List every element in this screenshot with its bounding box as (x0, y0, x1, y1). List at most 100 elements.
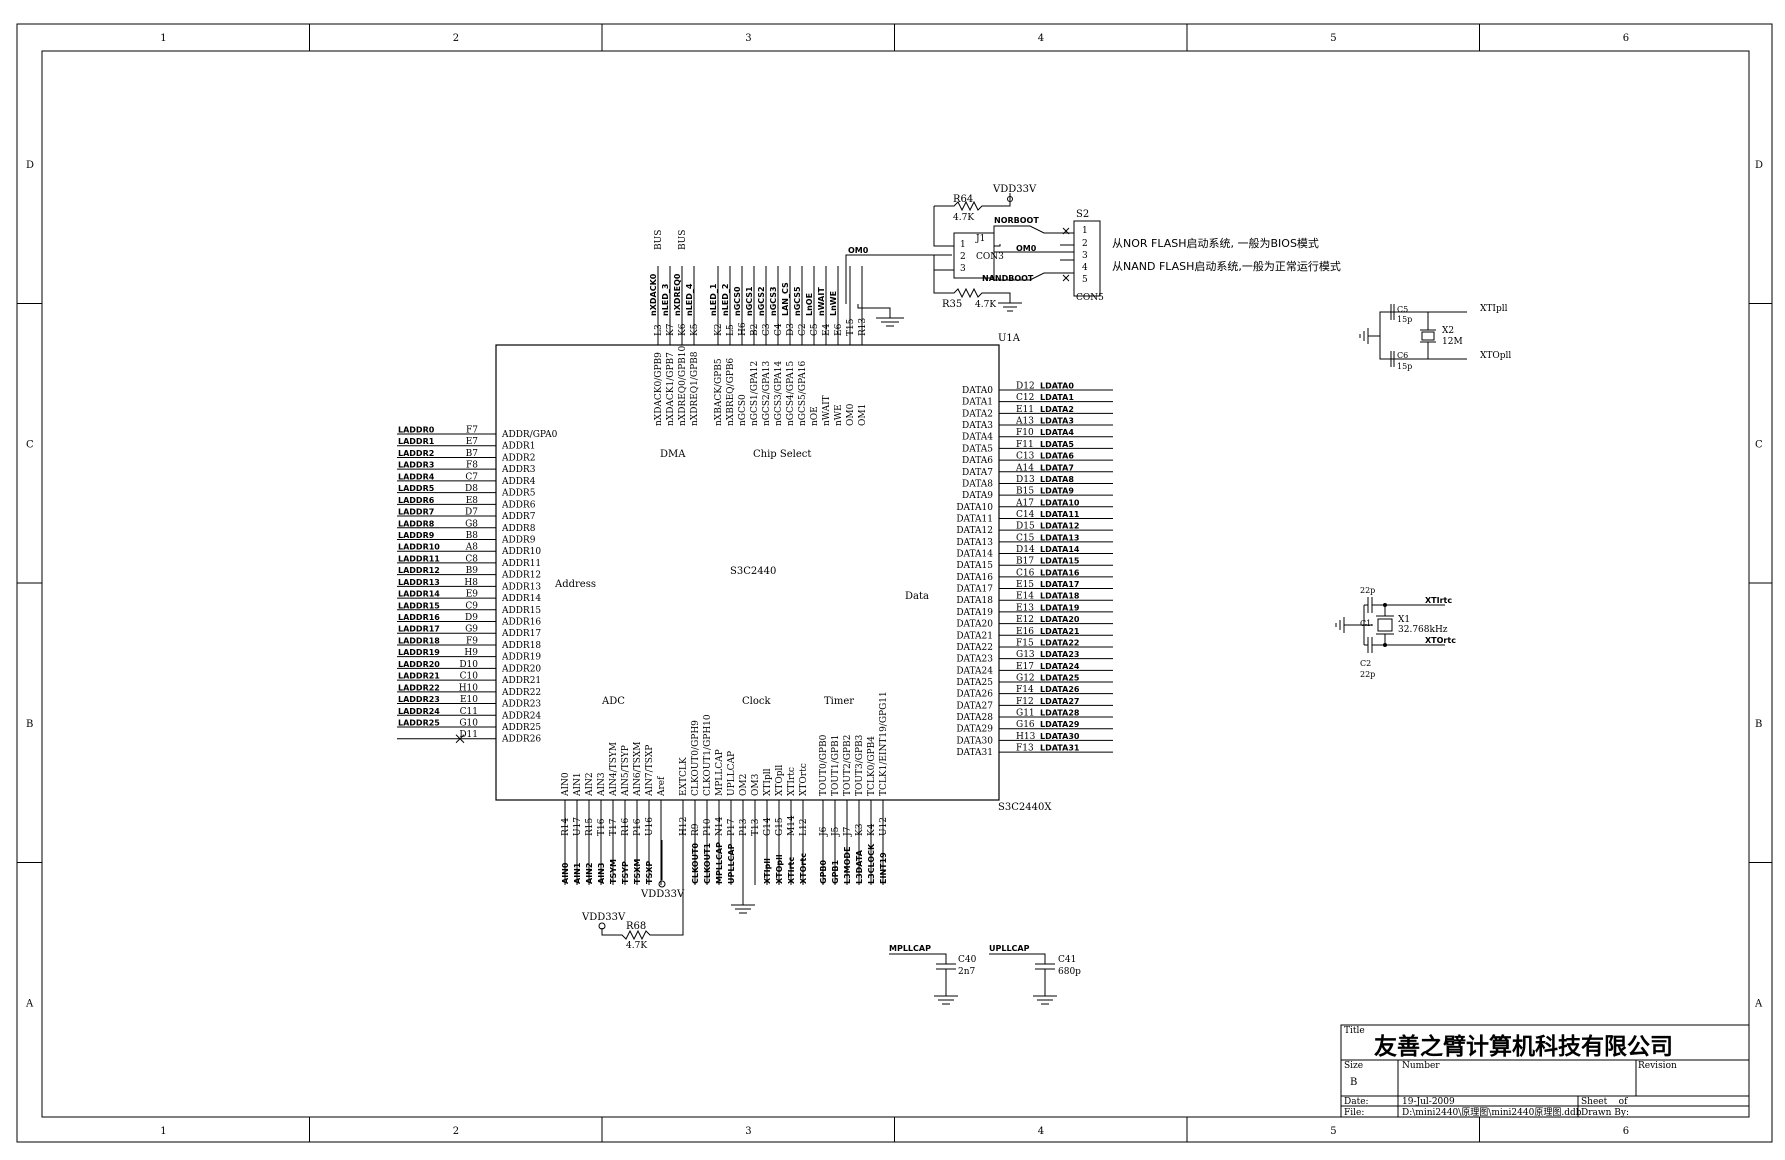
data-ball-label: C14 (1016, 510, 1035, 520)
address-net-label: LADDR23 (398, 695, 440, 704)
zone-column-label: 5 (1330, 1126, 1336, 1137)
address-net-label: LADDR21 (398, 672, 440, 681)
address-ball-label: H10 (459, 683, 479, 693)
data-net-label: LDATA4 (1040, 428, 1074, 437)
con5-pin-2: 2 (1082, 239, 1088, 249)
address-ball-label: D11 (459, 730, 478, 740)
data-net-label: LDATA21 (1040, 627, 1080, 636)
data-net-label: LDATA11 (1040, 510, 1080, 519)
address-pin-name: ADDR12 (501, 571, 541, 581)
address-ball-label: C11 (460, 707, 478, 717)
data-pin-name: DATA0 (962, 386, 993, 396)
data-ball-label: G12 (1016, 674, 1035, 684)
data-pin-name: DATA11 (956, 514, 993, 524)
address-ball-label: E8 (466, 496, 479, 506)
c41-designator: C41 (1058, 955, 1076, 965)
top-pin-name: nXDREQ0/GPB10 (678, 346, 688, 426)
top-pin-name: nXDACK0/GPB9 (654, 352, 664, 426)
c6-value: 15p (1397, 362, 1412, 371)
data-pin-name: DATA18 (956, 596, 993, 606)
address-ball-label: F7 (466, 426, 478, 436)
c2-designator: C2 (1360, 659, 1371, 668)
data-pin-name: DATA30 (956, 736, 993, 746)
data-ball-label: B15 (1016, 487, 1034, 497)
top-pin-name: nGCS5/GPA16 (798, 361, 808, 426)
bottom-pin-name: XTOpll (775, 765, 785, 796)
bottom-net-label: L3DATA (855, 849, 864, 884)
bottom-net-label: CLKOUT1 (703, 842, 712, 884)
data-pin-name: DATA16 (956, 573, 993, 583)
block-clock: Clock (742, 696, 771, 707)
bottom-ball-label: U12 (879, 817, 889, 836)
data-net-label: LDATA15 (1040, 557, 1080, 566)
address-net-label: LADDR14 (398, 590, 440, 599)
zone-column-label: 6 (1623, 33, 1629, 44)
address-pin-name: ADDR19 (501, 653, 541, 663)
file-path: D:\mini2440\原理图\mini2440原理图.ddb (1402, 1107, 1582, 1118)
top-ball-label: T15 (846, 318, 856, 336)
address-net-label: LADDR4 (398, 472, 435, 481)
address-pin-name: ADDR21 (501, 676, 541, 686)
xtipll-net-label: XTIpll (1480, 304, 1508, 314)
address-pin-name: ADDR18 (501, 641, 541, 651)
data-net-label: LDATA19 (1040, 603, 1080, 612)
bottom-net-label: TSXP (645, 861, 654, 884)
data-ball-label: D14 (1016, 545, 1035, 555)
top-net-label: nGCS2 (757, 286, 766, 316)
top-ball-label: K2 (714, 324, 724, 336)
zone-column-label: 2 (453, 33, 459, 44)
top-pin-name: OM1 (858, 404, 868, 426)
top-net-label: nLED_1 (709, 283, 718, 316)
address-net-label: LADDR13 (398, 578, 440, 587)
data-pin-name: DATA31 (956, 748, 993, 758)
zone-row-label: A (25, 998, 34, 1009)
note-nand-boot: 从NAND FLASH启动系统,一般为正常运行模式 (1112, 260, 1341, 273)
data-pin-name: DATA14 (956, 550, 993, 560)
data-net-label: LDATA29 (1040, 720, 1080, 729)
bottom-pin-name: AIN3 (597, 772, 607, 797)
block-dma: DMA (660, 449, 686, 460)
bottom-ball-label: P16 (633, 818, 643, 836)
bottom-ball-label: K4 (867, 823, 877, 836)
address-net-label: LADDR10 (398, 543, 440, 552)
revision-label: Revision (1638, 1061, 1677, 1071)
nandboot-net-label: NANDBOOT (982, 274, 1034, 283)
top-pin-name: nXDACK1/GPB7 (666, 352, 676, 426)
data-pin-name: DATA20 (956, 620, 993, 630)
block-data: Data (905, 591, 929, 602)
address-net-label: LADDR6 (398, 496, 435, 505)
address-pin-name: ADDR17 (501, 629, 541, 639)
bottom-ball-label: P13 (739, 818, 749, 836)
zone-column-label: 5 (1330, 33, 1336, 44)
data-ball-label: G13 (1016, 650, 1035, 660)
bottom-pin-name: TOUT2/GPB2 (843, 735, 853, 796)
r35-designator: R35 (942, 299, 962, 310)
bottom-pin-name: AIN1 (573, 772, 583, 797)
data-pin-name: DATA12 (956, 526, 993, 536)
con5-pin-3: 3 (1082, 251, 1088, 261)
top-ball-label: C5 (810, 323, 820, 336)
data-ball-label: C16 (1016, 568, 1035, 578)
number-label: Number (1402, 1061, 1440, 1071)
address-ball-label: G8 (465, 519, 478, 529)
bottom-ball-label: R14 (561, 817, 571, 836)
bottom-net-label: TSXM (633, 859, 642, 884)
data-ball-label: D13 (1016, 475, 1035, 485)
address-pin-name: ADDR3 (501, 465, 536, 475)
bottom-ball-label: N14 (715, 816, 725, 836)
data-net-label: LDATA23 (1040, 650, 1079, 659)
top-pin-name: nOE (810, 406, 820, 426)
bottom-ball-label: J6 (819, 826, 829, 837)
top-net-label: nGCS1 (745, 286, 754, 316)
data-ball-label: C13 (1016, 452, 1035, 462)
bottom-net-label: AIN3 (597, 863, 606, 884)
zone-row-label: C (26, 439, 34, 450)
address-pin-name: ADDR10 (501, 547, 541, 557)
boot-circuit (933, 193, 1101, 312)
bottom-ball-label: K3 (855, 823, 865, 836)
bottom-net-label: XTOrtc (799, 853, 808, 884)
bottom-net-label: EINT19 (879, 852, 888, 884)
bottom-pin-name: CLKOUT1/GPH10 (703, 714, 713, 796)
